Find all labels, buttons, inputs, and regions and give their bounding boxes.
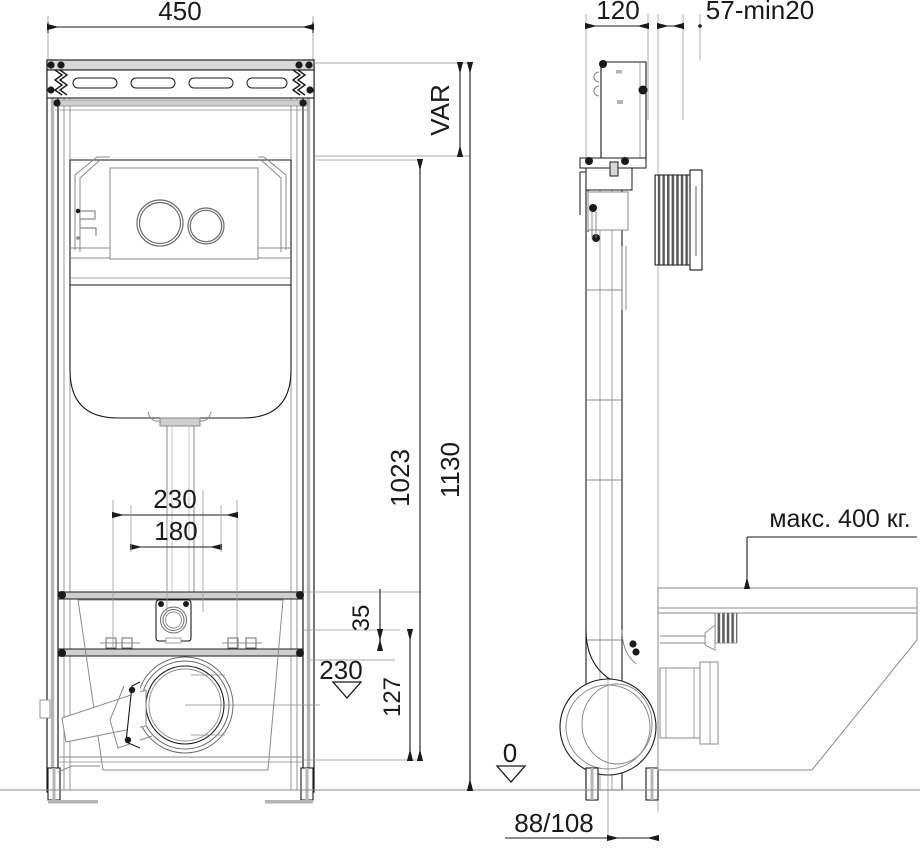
dimension-1023: 1023 xyxy=(385,159,424,761)
thread-glyph xyxy=(53,69,307,96)
fixing-rail-upper xyxy=(57,591,304,600)
dimension-120: 120 xyxy=(585,0,649,30)
dimension-127: 127 xyxy=(379,629,414,761)
dimension-1130: 1130 xyxy=(435,62,474,791)
support-feet xyxy=(47,765,314,804)
dimension-57-min20: 57-min20 xyxy=(657,0,814,30)
dimension-230-spacing-label: 230 xyxy=(153,484,196,514)
top-mounting-rail xyxy=(46,59,315,99)
foot-base-plate xyxy=(48,800,98,804)
bowl-waste-socket xyxy=(659,661,719,745)
side-waste-elbow xyxy=(585,629,641,693)
fixing-rail-bolts xyxy=(58,591,304,657)
level-0-label: 0 xyxy=(503,738,517,768)
rail-slot xyxy=(72,77,118,89)
water-inlet-valve xyxy=(155,599,192,644)
dimension-var: VAR xyxy=(313,62,470,157)
flush-pipe xyxy=(147,411,212,592)
dimension-57-min20-label: 57-min20 xyxy=(706,0,814,25)
dimension-88-108-label: 88/108 xyxy=(514,808,594,838)
level-marker-0: 0 xyxy=(0,738,920,791)
dimension-120-label: 120 xyxy=(596,0,639,25)
dimension-35: 35 xyxy=(348,589,384,651)
flush-button-small[interactable] xyxy=(187,207,225,245)
level-230-label: 230 xyxy=(319,655,362,685)
rail-slot xyxy=(246,77,288,89)
dimension-127-label: 127 xyxy=(379,677,406,717)
cistern-brackets xyxy=(70,156,291,259)
rail-slot xyxy=(130,77,176,89)
side-cistern-box xyxy=(600,61,647,163)
dimension-var-label: VAR xyxy=(425,84,455,136)
level-triangle-icon xyxy=(331,681,363,699)
corner-fixings xyxy=(47,61,314,107)
dimension-230-spacing: 230 xyxy=(112,484,238,519)
dimension-450: 450 xyxy=(47,0,314,33)
waste-outlet xyxy=(39,656,320,754)
foot-base-plate xyxy=(265,800,313,804)
cistern-hook-glyph xyxy=(75,208,97,240)
toilet-bowl-profile xyxy=(657,587,918,771)
side-mid-bracket xyxy=(579,157,647,232)
annotation-max-load: макс. 400 кг. xyxy=(743,505,917,589)
ribbed-connector xyxy=(654,174,691,266)
max-load-label: макс. 400 кг. xyxy=(769,505,910,533)
fixing-rail-lower xyxy=(57,648,304,657)
bolt-spacing-extension-lines xyxy=(112,490,238,648)
rail-slot xyxy=(188,77,234,89)
level-triangle-icon xyxy=(495,765,527,783)
secondary-rail xyxy=(54,99,308,111)
dimension-35-label: 35 xyxy=(348,605,375,632)
dimension-88-108: 88/108 xyxy=(505,808,659,842)
bowl-water-inlet xyxy=(660,612,738,651)
side-waste-pipe xyxy=(559,678,657,840)
dimension-1023-label: 1023 xyxy=(385,449,415,507)
cistern-assembly xyxy=(69,156,292,592)
dimension-180-spacing-label: 180 xyxy=(154,516,197,546)
dimension-1130-label: 1130 xyxy=(435,442,465,498)
dimension-450-label: 450 xyxy=(158,0,201,26)
flush-button-large[interactable] xyxy=(136,199,184,247)
front-view-group: 450 xyxy=(39,0,474,804)
dimension-180-spacing: 180 xyxy=(130,505,222,552)
lower-frame-assembly xyxy=(39,591,320,771)
side-frame-profile xyxy=(559,60,703,840)
level-marker-230: 230 xyxy=(310,655,395,699)
flush-plate[interactable] xyxy=(109,167,259,260)
side-hook-glyph xyxy=(593,71,600,97)
